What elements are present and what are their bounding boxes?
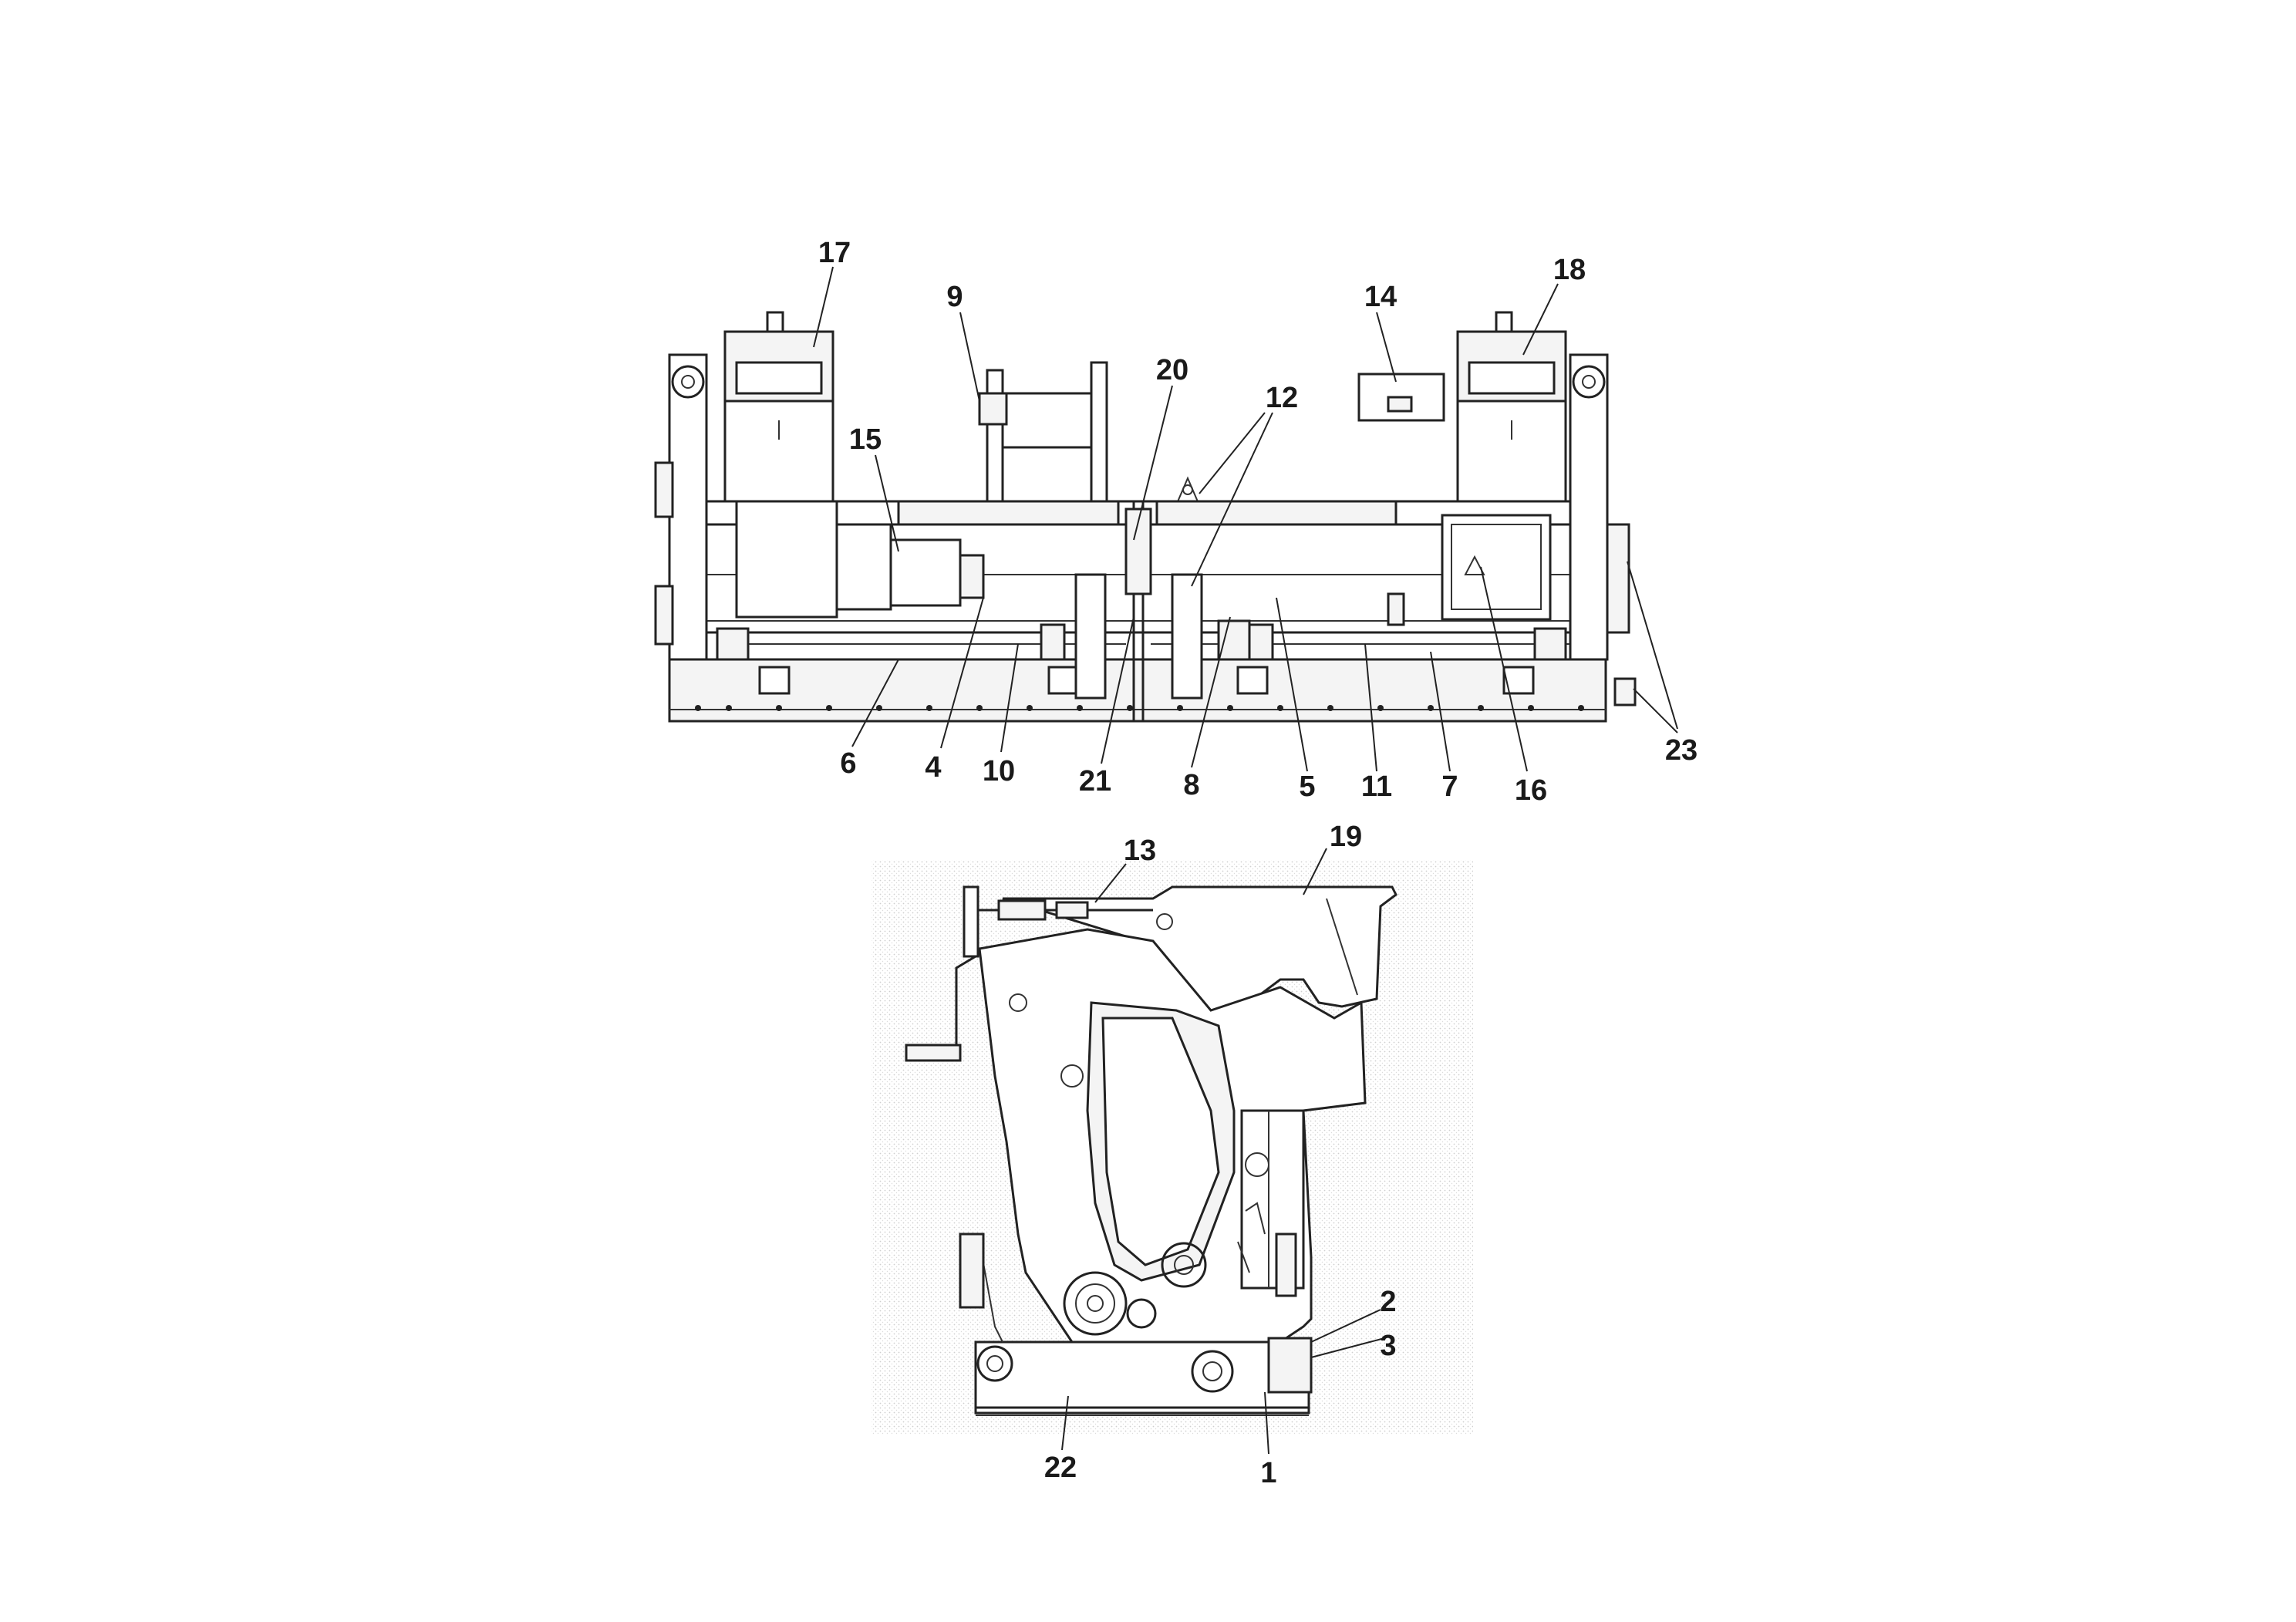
callout-22: 22	[1044, 1452, 1077, 1484]
callout-13: 13	[1124, 835, 1156, 867]
callout-3: 3	[1380, 1330, 1396, 1362]
side-view-callouts: 13 19 2 3 22 1	[1044, 821, 1397, 1489]
callout-21: 21	[1079, 765, 1111, 798]
callout-2: 2	[1380, 1286, 1396, 1318]
callout-8: 8	[1183, 769, 1199, 801]
top-view-callouts: 17 9 20 12 14 18 15 6 4 10 21 8 5 11 7 1…	[818, 237, 1698, 807]
callout-4: 4	[925, 751, 941, 784]
leader-lines	[813, 266, 1678, 1455]
callout-10: 10	[983, 755, 1015, 787]
callout-12: 12	[1266, 382, 1298, 414]
callout-5: 5	[1299, 771, 1315, 803]
callout-19: 19	[1330, 821, 1362, 853]
callout-14: 14	[1364, 281, 1397, 313]
callout-20: 20	[1156, 354, 1188, 386]
top-view-drawing	[654, 311, 1637, 723]
callout-18: 18	[1553, 254, 1586, 286]
callout-7: 7	[1441, 771, 1458, 803]
callout-16: 16	[1515, 774, 1547, 807]
callout-6: 6	[840, 747, 856, 780]
callout-9: 9	[946, 281, 963, 313]
callout-11: 11	[1361, 771, 1392, 803]
callout-15: 15	[849, 423, 882, 456]
side-view-drawing	[872, 860, 1473, 1435]
callout-17: 17	[818, 237, 851, 269]
callout-1: 1	[1260, 1457, 1276, 1489]
callout-23: 23	[1665, 734, 1698, 767]
